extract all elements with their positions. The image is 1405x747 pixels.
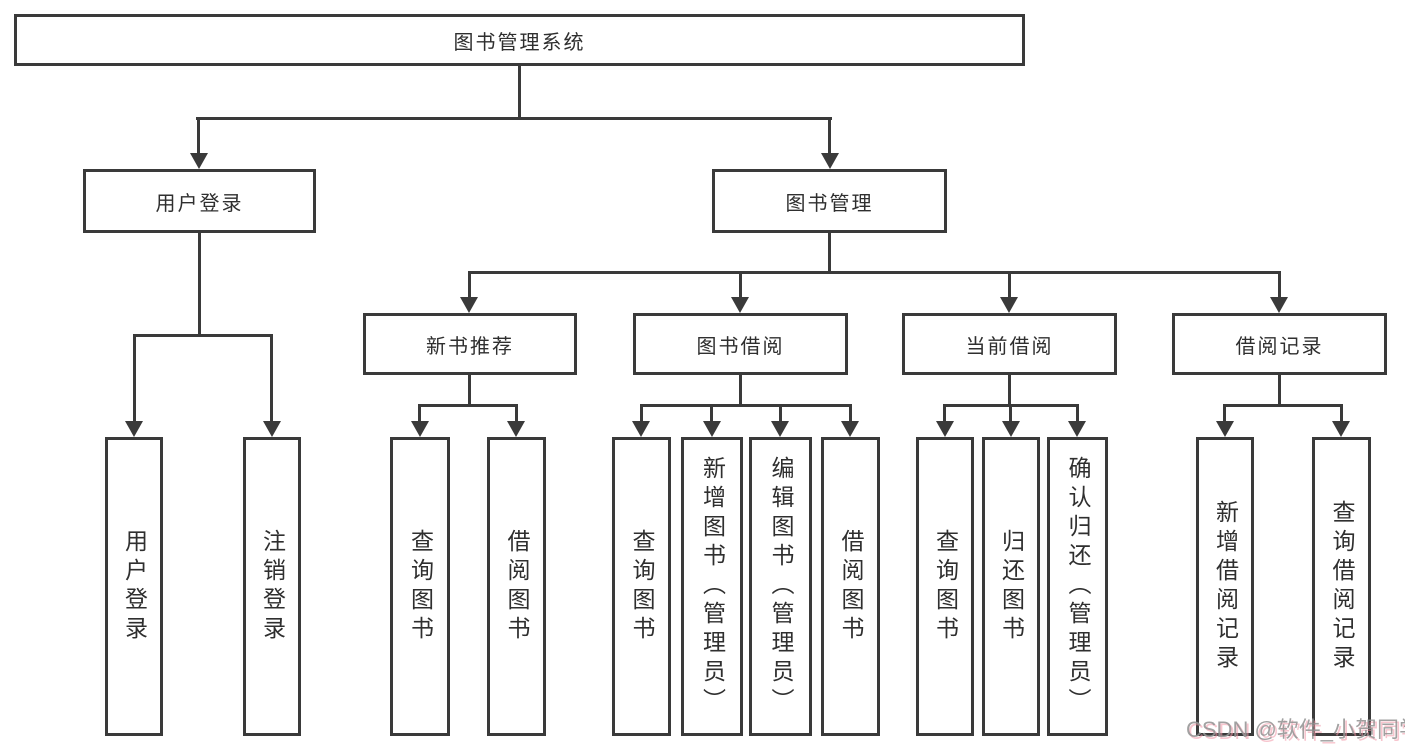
- node-leaf-query-books-borrow: 查询图书: [612, 437, 671, 736]
- arrowhead-icon: [263, 421, 281, 437]
- node-leaf-add-books-admin: 新增图书（管理员）: [681, 437, 743, 736]
- connector-line: [133, 334, 273, 337]
- arrowhead-icon: [1002, 421, 1020, 437]
- node-new-book-recommend: 新书推荐: [363, 313, 577, 375]
- connector-line: [1223, 404, 1343, 407]
- connector-line: [1278, 271, 1281, 299]
- connector-line: [1223, 404, 1226, 423]
- arrowhead-icon: [411, 421, 429, 437]
- connector-line: [1278, 373, 1281, 406]
- connector-line: [1076, 404, 1079, 423]
- arrowhead-icon: [125, 421, 143, 437]
- node-leaf-logout: 注销登录: [243, 437, 301, 736]
- node-leaf-user-login: 用户登录: [105, 437, 163, 736]
- arrowhead-icon: [1332, 421, 1350, 437]
- connector-line: [739, 271, 742, 299]
- connector-line: [270, 334, 273, 422]
- arrowhead-icon: [1216, 421, 1234, 437]
- connector-line: [133, 334, 136, 422]
- connector-line: [739, 373, 742, 406]
- arrowhead-icon: [841, 421, 859, 437]
- node-leaf-query-books-current: 查询图书: [916, 437, 974, 736]
- connector-line: [197, 117, 200, 157]
- connector-line: [640, 404, 852, 407]
- connector-line: [468, 271, 1281, 274]
- arrowhead-icon: [1270, 297, 1288, 313]
- connector-line: [710, 404, 713, 423]
- connector-line: [779, 404, 782, 423]
- node-user-login-branch: 用户登录: [83, 169, 316, 233]
- arrowhead-icon: [731, 297, 749, 313]
- node-leaf-borrow-books: 借阅图书: [821, 437, 880, 736]
- arrowhead-icon: [460, 297, 478, 313]
- node-book-borrowing: 图书借阅: [633, 313, 848, 375]
- arrowhead-icon: [632, 421, 650, 437]
- connector-line: [196, 117, 832, 120]
- node-leaf-confirm-return-admin: 确认归还（管理员）: [1047, 437, 1108, 736]
- arrowhead-icon: [1000, 297, 1018, 313]
- node-leaf-query-books-recommend: 查询图书: [390, 437, 450, 736]
- node-leaf-add-borrow-record: 新增借阅记录: [1196, 437, 1254, 736]
- csdn-watermark: CSDN @软件_小贺同学: [1186, 717, 1405, 742]
- arrowhead-icon: [703, 421, 721, 437]
- connector-line: [849, 404, 852, 423]
- connector-line: [1009, 404, 1012, 423]
- connector-line: [828, 231, 831, 273]
- node-current-borrowing: 当前借阅: [902, 313, 1117, 375]
- node-leaf-edit-books-admin: 编辑图书（管理员）: [749, 437, 812, 736]
- connector-line: [518, 64, 521, 120]
- connector-line: [468, 271, 471, 299]
- connector-line: [640, 404, 643, 423]
- connector-line: [943, 404, 946, 423]
- connector-line: [198, 231, 201, 336]
- node-book-management: 图书管理: [712, 169, 947, 233]
- arrowhead-icon: [936, 421, 954, 437]
- connector-line: [468, 373, 471, 407]
- connector-line: [1340, 404, 1343, 423]
- arrowhead-icon: [190, 153, 208, 169]
- node-leaf-return-books: 归还图书: [982, 437, 1040, 736]
- node-root: 图书管理系统: [14, 14, 1025, 66]
- node-leaf-borrow-books-recommend: 借阅图书: [487, 437, 546, 736]
- connector-line: [515, 404, 518, 423]
- connector-line: [418, 404, 421, 423]
- connector-line: [1008, 271, 1011, 299]
- connector-line: [418, 404, 518, 407]
- connector-line: [1008, 373, 1011, 406]
- arrowhead-icon: [507, 421, 525, 437]
- arrowhead-icon: [821, 153, 839, 169]
- node-leaf-query-borrow-record: 查询借阅记录: [1312, 437, 1371, 736]
- arrowhead-icon: [771, 421, 789, 437]
- arrowhead-icon: [1068, 421, 1086, 437]
- node-borrowing-records: 借阅记录: [1172, 313, 1387, 375]
- connector-line: [828, 117, 831, 157]
